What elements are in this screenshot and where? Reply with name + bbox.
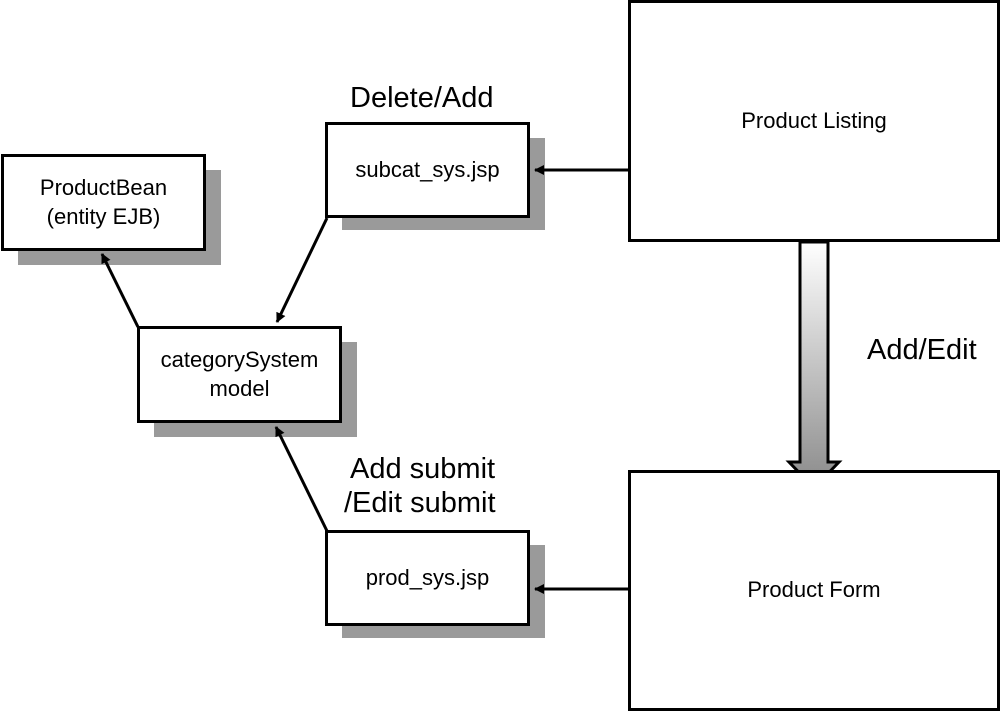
add-submit-label-line2: /Edit submit [344,487,496,519]
product-bean-line1: ProductBean [39,174,168,200]
product-form-label: Product Form [747,577,881,603]
delete-add-label: Delete/Add [350,82,494,114]
add-edit-label: Add/Edit [867,334,977,366]
category-system-line2: model [209,375,270,401]
category-system-node[interactable]: categorySystem model [137,326,342,423]
arrow-subcat-to-category [275,217,329,323]
product-listing-label: Product Listing [741,107,887,133]
prod-sys-label: prod_sys.jsp [365,564,490,590]
prod-sys-node[interactable]: prod_sys.jsp [325,530,530,626]
arrow-prodsys-to-category [274,426,329,532]
product-form-node[interactable]: Product Form [628,470,1000,711]
subcat-sys-node[interactable]: subcat_sys.jsp [325,122,530,218]
arrow-category-to-bean [100,253,140,328]
category-system-line1: categorySystem [160,346,319,372]
product-bean-line2: (entity EJB) [46,203,161,229]
subcat-sys-label: subcat_sys.jsp [355,156,500,182]
add-submit-label-line1: Add submit [350,453,496,485]
big-arrow-listing-to-form [785,240,843,491]
product-bean-node[interactable]: ProductBean (entity EJB) [1,154,206,251]
product-listing-node[interactable]: Product Listing [628,0,1000,242]
